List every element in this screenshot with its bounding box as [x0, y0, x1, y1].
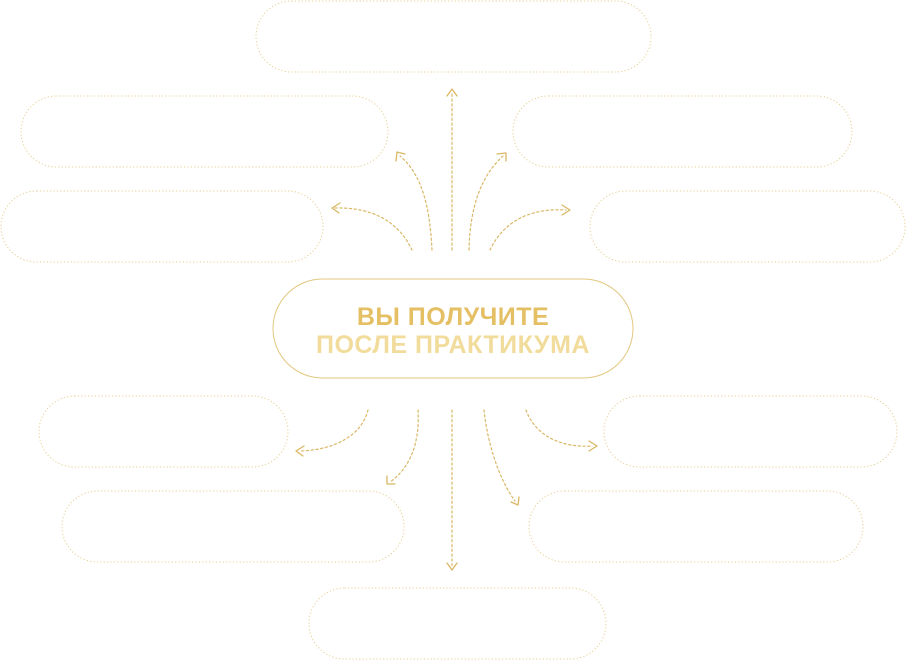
- arrow-upper-right-2: [489, 204, 571, 251]
- arrow-bottom: [446, 409, 458, 571]
- center-title-line-2: ПОСЛЕ ПРАКТИКУМА: [316, 331, 590, 359]
- box-lower-left-1: [38, 395, 289, 468]
- arrow-upper-left-2: [331, 202, 413, 251]
- arrow-lower-right-2: [483, 409, 520, 506]
- box-upper-left-2: [0, 190, 324, 263]
- box-top: [255, 0, 652, 73]
- arrow-lower-left-2: [386, 409, 419, 485]
- box-lower-left-2: [61, 490, 405, 563]
- arrow-lower-right-1: [525, 409, 598, 452]
- box-upper-right-1: [512, 95, 853, 168]
- box-upper-left-1: [20, 95, 389, 168]
- arrow-upper-left-1: [395, 151, 433, 251]
- box-lower-right-2: [528, 490, 864, 563]
- box-lower-right-1: [603, 395, 898, 468]
- arrow-upper-right-1: [468, 152, 507, 251]
- box-bottom: [308, 587, 607, 660]
- arrow-top: [446, 88, 458, 251]
- center-title-line-1: ВЫ ПОЛУЧИТЕ: [356, 303, 550, 331]
- arrow-lower-left-1: [295, 409, 369, 457]
- box-upper-right-2: [589, 190, 906, 263]
- center-pill: [272, 278, 634, 379]
